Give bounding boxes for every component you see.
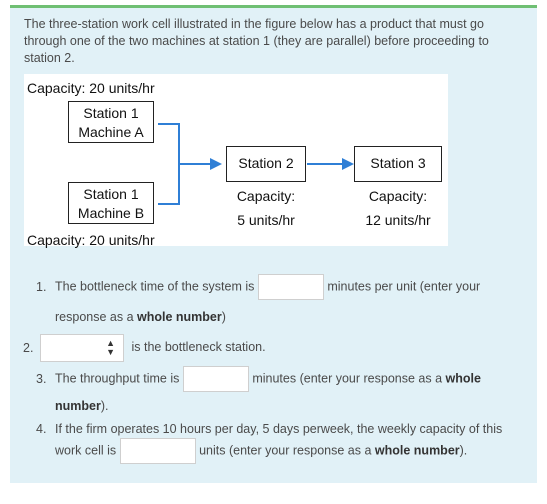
question-3-text: The throughput time is <box>55 371 180 386</box>
question-panel: The three-station work cell illustrated … <box>10 5 537 483</box>
station1-machine-a-box: Station 1 Machine A <box>68 101 154 143</box>
question-1-text: The bottleneck time of the system is <box>55 279 255 294</box>
question-4-number: 4. <box>36 422 47 436</box>
question-1-number: 1. <box>36 280 47 294</box>
bottleneck-time-input[interactable] <box>257 274 324 300</box>
station2-capacity: Capacity: 5 units/hr <box>216 184 316 232</box>
question-1-line2-end: ) <box>221 310 226 324</box>
select-caret-icon: ▲▼ <box>106 338 115 357</box>
question-3-line2-bold: number <box>55 399 101 413</box>
station3-box: Station 3 <box>354 146 442 182</box>
weekly-capacity-input[interactable] <box>119 438 196 464</box>
problem-intro: The three-station work cell illustrated … <box>24 17 489 65</box>
throughput-time-input[interactable] <box>182 366 249 392</box>
machine-b-line2: Machine B <box>77 205 145 221</box>
question-3-bold: whole <box>445 371 481 386</box>
arrowhead-station2 <box>210 158 222 170</box>
question-1-line2: response as a <box>55 310 134 324</box>
station3-label: Station 3 <box>370 155 426 171</box>
connector-machine-a <box>158 123 180 164</box>
question-3-number: 3. <box>36 372 47 386</box>
question-4-text-after: units (enter your response as a <box>199 443 372 458</box>
work-cell-figure: Capacity: 20 units/hr Station 1 Machine … <box>24 74 448 248</box>
question-2-text: is the bottleneck station. <box>131 340 266 355</box>
capacity-station1-top: Capacity: 20 units/hr <box>27 80 155 96</box>
question-4-end: ). <box>459 443 468 458</box>
arrowhead-station3 <box>342 158 354 170</box>
station3-capacity-value: 12 units/hr <box>365 212 431 228</box>
station2-capacity-label: Capacity: <box>236 188 296 204</box>
bottleneck-station-select[interactable]: ▲▼ <box>40 334 124 362</box>
question-2-number: 2. <box>23 341 34 355</box>
question-3-text-after: minutes (enter your response as a <box>252 371 443 386</box>
question-4-text: work cell is <box>55 443 117 458</box>
machine-a-line1: Station 1 <box>83 105 139 121</box>
question-4-line1: If the firm operates 10 hours per day, 5… <box>55 422 503 436</box>
station2-label: Station 2 <box>238 155 294 171</box>
machine-a-line2: Machine A <box>78 124 144 140</box>
station2-box: Station 2 <box>226 146 306 182</box>
flow-connectors <box>158 123 354 205</box>
question-1-bold: whole number <box>137 310 222 324</box>
station2-capacity-value: 5 units/hr <box>237 212 295 228</box>
station3-capacity-label: Capacity: <box>368 188 428 204</box>
connector-machine-b <box>158 164 180 205</box>
question-1-text-after: minutes per unit (enter your <box>327 279 481 294</box>
station1-machine-b-box: Station 1 Machine B <box>68 182 154 224</box>
question-3-line2-end: ). <box>100 399 109 413</box>
capacity-station1-bottom: Capacity: 20 units/hr <box>27 232 155 248</box>
station3-capacity: Capacity: 12 units/hr <box>348 184 448 232</box>
machine-b-line1: Station 1 <box>83 186 139 202</box>
question-4-bold: whole number <box>374 443 460 458</box>
